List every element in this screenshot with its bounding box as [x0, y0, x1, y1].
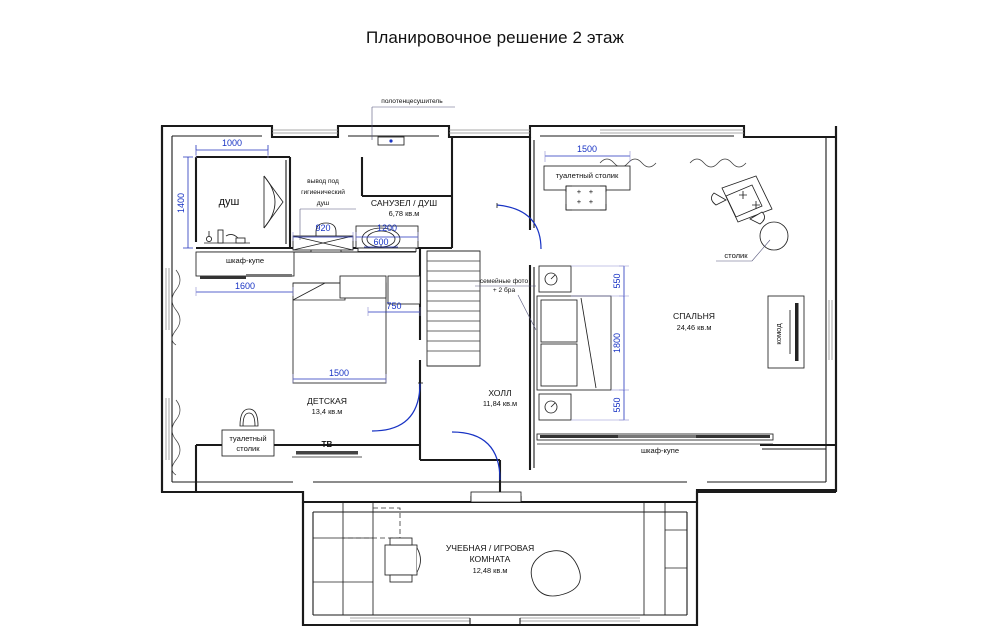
vanity-kids-line2: столик [236, 444, 260, 453]
kids-door [371, 382, 423, 432]
dimension-value-1400: 1400 [176, 193, 186, 213]
dimension-vanity-bedroom: 1500 [544, 144, 631, 162]
hygienic-shower-line3: душ [317, 200, 329, 207]
dresser-bedroom: комод [767, 295, 805, 369]
dimension-vanity-width: 1200 [355, 223, 419, 241]
dimension-toilet: 920 [292, 223, 354, 241]
dimension-nightstand-top: 550 [571, 265, 629, 297]
room-area-bathroom: 6,78 кв.м [389, 209, 420, 218]
room-label-bathroom: САНУЗЕЛ / ДУШ [371, 198, 437, 208]
towel-warmer-label: полотенцесушитель [381, 98, 443, 105]
bed-kids [292, 275, 387, 384]
desk-kids [387, 275, 421, 305]
room-area-bedroom: 24,46 кв.м [677, 323, 712, 332]
dimension-niche-750: 750 [367, 301, 421, 316]
bathroom-door [496, 203, 542, 250]
staircase [426, 250, 481, 367]
dimension-shower-depth: 1400 [176, 156, 193, 249]
wardrobe-kids: шкаф-купе [195, 251, 295, 279]
dimension-value-1500-kids: 1500 [329, 368, 349, 378]
dresser-label: комод [774, 323, 783, 345]
dimension-value-550-top: 550 [612, 273, 622, 288]
armchair-bedroom [711, 175, 773, 225]
study-left-builtins [313, 502, 401, 615]
dimension-value-750: 750 [386, 301, 401, 311]
side-table-bedroom: столик [716, 221, 789, 262]
dimension-value-920: 920 [315, 223, 330, 233]
dimension-value-1200: 1200 [377, 223, 397, 233]
room-label-study-2: КОМНАТА [470, 554, 511, 564]
tv-kids: ТВ [292, 440, 362, 458]
room-label-kids: ДЕТСКАЯ [307, 396, 347, 406]
annotation-hygienic-shower: вывод под гигиенический душ [299, 178, 356, 240]
room-label-bedroom: СПАЛЬНЯ [673, 311, 715, 321]
annotation-towel-warmer: полотенцесушитель [371, 98, 455, 140]
dimension-value-1500-bedroom: 1500 [577, 144, 597, 154]
vanity-socket-3: + [577, 197, 582, 206]
room-kids: ДЕТСКАЯ 13,4 кв.м шкаф-купе [195, 251, 423, 458]
room-hall: ХОЛЛ 11,84 кв.м [451, 388, 517, 481]
vanity-table-bedroom: туалетный столик + + + + [543, 165, 631, 211]
tv-label: ТВ [322, 440, 333, 449]
vanity-table-kids: туалетный столик [221, 408, 275, 457]
hygienic-shower-line1: вывод под [307, 178, 339, 185]
room-label-shower: душ [219, 196, 240, 208]
outer-walls-inner-face [171, 135, 827, 616]
vanity-kids-line1: туалетный [229, 434, 266, 443]
dimension-value-1600: 1600 [235, 281, 255, 291]
dimension-value-1000: 1000 [222, 138, 242, 148]
dimension-bed-kids: 1500 [292, 368, 387, 383]
page-title: Планировочное решение 2 этаж [366, 28, 624, 47]
study-right-builtins [643, 502, 687, 615]
dimension-value-550-bottom: 550 [612, 397, 622, 412]
wardrobe-bedroom: шкаф-купе [536, 433, 774, 455]
room-study: УЧЕБНАЯ / ИГРОВАЯ КОМНАТА 12,48 кв.м [313, 491, 687, 625]
annotation-family-photos: семейные фото + 2 бра [475, 277, 537, 331]
bean-bag-study [530, 550, 581, 597]
dimension-sink: 600 [364, 237, 398, 248]
family-photos-line1: семейные фото [480, 277, 529, 285]
wardrobe-kids-label: шкаф-купе [226, 256, 264, 265]
room-area-hall: 11,84 кв.м [483, 399, 517, 408]
family-photos-line2: + 2 бра [493, 286, 516, 294]
room-shower: душ [204, 175, 284, 244]
shower-tray [292, 235, 354, 251]
room-area-kids: 13,4 кв.м [312, 407, 343, 416]
room-label-hall: ХОЛЛ [488, 388, 511, 398]
wardrobe-bedroom-label: шкаф-купе [641, 446, 679, 455]
side-table-label: столик [724, 251, 748, 260]
dimension-value-600: 600 [373, 237, 388, 247]
shower-door [263, 175, 284, 229]
hygienic-shower-line2: гигиенический [301, 188, 345, 196]
vanity-socket-2: + [589, 187, 594, 196]
dimension-shower-width: 1000 [195, 138, 269, 158]
room-bedroom: СПАЛЬНЯ 24,46 кв.м туалетный столик + + … [536, 165, 805, 455]
room-bathroom: САНУЗЕЛ / ДУШ 6,78 кв.м [292, 136, 542, 253]
windows [165, 129, 833, 622]
vanity-bedroom-label: туалетный столик [556, 171, 619, 180]
towel-warmer-marker [377, 136, 405, 146]
vanity-socket-1: + [577, 187, 582, 196]
bed-bedroom [536, 265, 612, 421]
dimension-bed-width: 1800 [611, 296, 629, 391]
dimension-value-1800: 1800 [612, 333, 622, 353]
chair-study [384, 537, 421, 583]
room-label-study: УЧЕБНАЯ / ИГРОВАЯ [446, 543, 534, 553]
shower-fixture-icon [204, 229, 250, 244]
study-openings [469, 491, 522, 625]
curtains [171, 158, 747, 476]
vanity-socket-4: + [589, 197, 594, 206]
hall-door [451, 431, 501, 481]
dimension-nightstand-bottom: 550 [571, 390, 629, 421]
room-area-study: 12,48 кв.м [473, 566, 508, 575]
dimensions: 1000 1400 920 1200 [176, 138, 631, 421]
dimension-wardrobe-kids: 1600 [195, 281, 294, 296]
